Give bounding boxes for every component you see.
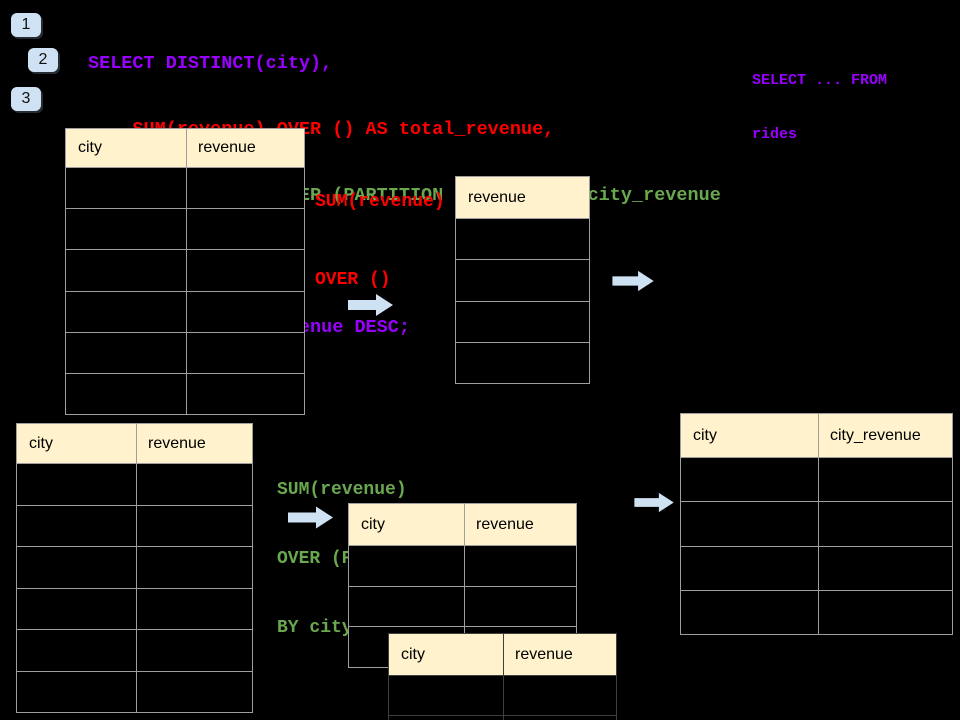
column-header-revenue: revenue [198, 139, 256, 156]
table-rides-bottom: city revenue [16, 423, 253, 713]
flow-arrow-right-icon [288, 506, 333, 529]
table-row [17, 589, 252, 630]
table-row [681, 547, 952, 591]
table-row [66, 209, 304, 251]
table-city-revenue-result: city city_revenue [680, 413, 953, 635]
annotation-total-window: SUM(revenue) OVER () [315, 137, 445, 345]
table-row [66, 250, 304, 292]
table-partition-overlay: city revenue [388, 633, 617, 720]
table-row [456, 343, 589, 383]
table-row [66, 292, 304, 333]
column-header-revenue: revenue [476, 515, 534, 533]
table-row [17, 547, 252, 589]
table-row [389, 676, 616, 716]
table-row [17, 506, 252, 547]
column-header-city-revenue: city_revenue [830, 426, 921, 444]
table-header-row: revenue [456, 177, 589, 219]
table-row [17, 464, 252, 506]
column-header-city: city [693, 426, 717, 444]
from-rides-snippet: SELECT ... FROM rides [752, 36, 887, 180]
step-badge-3: 3 [11, 87, 41, 111]
column-header-city: city [29, 434, 53, 452]
from-snippet-line-2: rides [752, 126, 798, 143]
column-header-city: city [361, 515, 385, 533]
table-row [456, 260, 589, 302]
table-row [349, 587, 576, 628]
step-badge-1: 1 [11, 13, 41, 37]
column-header-city: city [78, 139, 102, 156]
column-divider [818, 414, 819, 634]
table-body [17, 464, 252, 712]
table-row [17, 630, 252, 672]
column-divider [136, 424, 137, 712]
table-rides-top: city revenue [65, 128, 305, 415]
table-row [456, 219, 589, 261]
table-row [17, 672, 252, 713]
table-total-revenue: revenue [455, 176, 590, 384]
table-body [681, 458, 952, 634]
table-row [66, 333, 304, 374]
from-snippet-line-1: SELECT ... FROM [752, 72, 888, 89]
column-divider [464, 504, 465, 667]
table-row [66, 168, 304, 210]
column-divider [503, 634, 504, 720]
table-header-row: city revenue [349, 504, 576, 546]
table-header-row: city city_revenue [681, 414, 952, 458]
step-badge-2: 2 [28, 48, 58, 72]
table-body [349, 546, 576, 667]
annotation-total-line-1: SUM(revenue) [315, 192, 445, 212]
table-header-row: city revenue [389, 634, 616, 676]
table-row [66, 374, 304, 414]
column-header-city: city [401, 645, 425, 663]
column-header-revenue: revenue [148, 434, 206, 452]
flow-arrow-right-icon [634, 492, 674, 513]
table-row [456, 302, 589, 343]
column-header-revenue: revenue [468, 188, 526, 206]
column-header-revenue: revenue [515, 645, 573, 663]
table-row [681, 458, 952, 503]
flow-arrow-right-icon [612, 270, 654, 292]
table-row [681, 502, 952, 547]
annotation-partition-line-1: SUM(revenue) [277, 480, 407, 500]
table-body [456, 219, 589, 383]
column-divider [186, 129, 187, 414]
table-row [349, 546, 576, 587]
flow-arrow-right-icon [348, 294, 393, 316]
table-body [389, 676, 616, 720]
sql-line-select: SELECT DISTINCT(city), [88, 53, 333, 74]
table-row [681, 591, 952, 634]
table-header-row: city revenue [17, 424, 252, 464]
annotation-total-line-2: OVER () [315, 270, 391, 290]
table-body [66, 168, 304, 414]
table-header-row: city revenue [66, 129, 304, 168]
